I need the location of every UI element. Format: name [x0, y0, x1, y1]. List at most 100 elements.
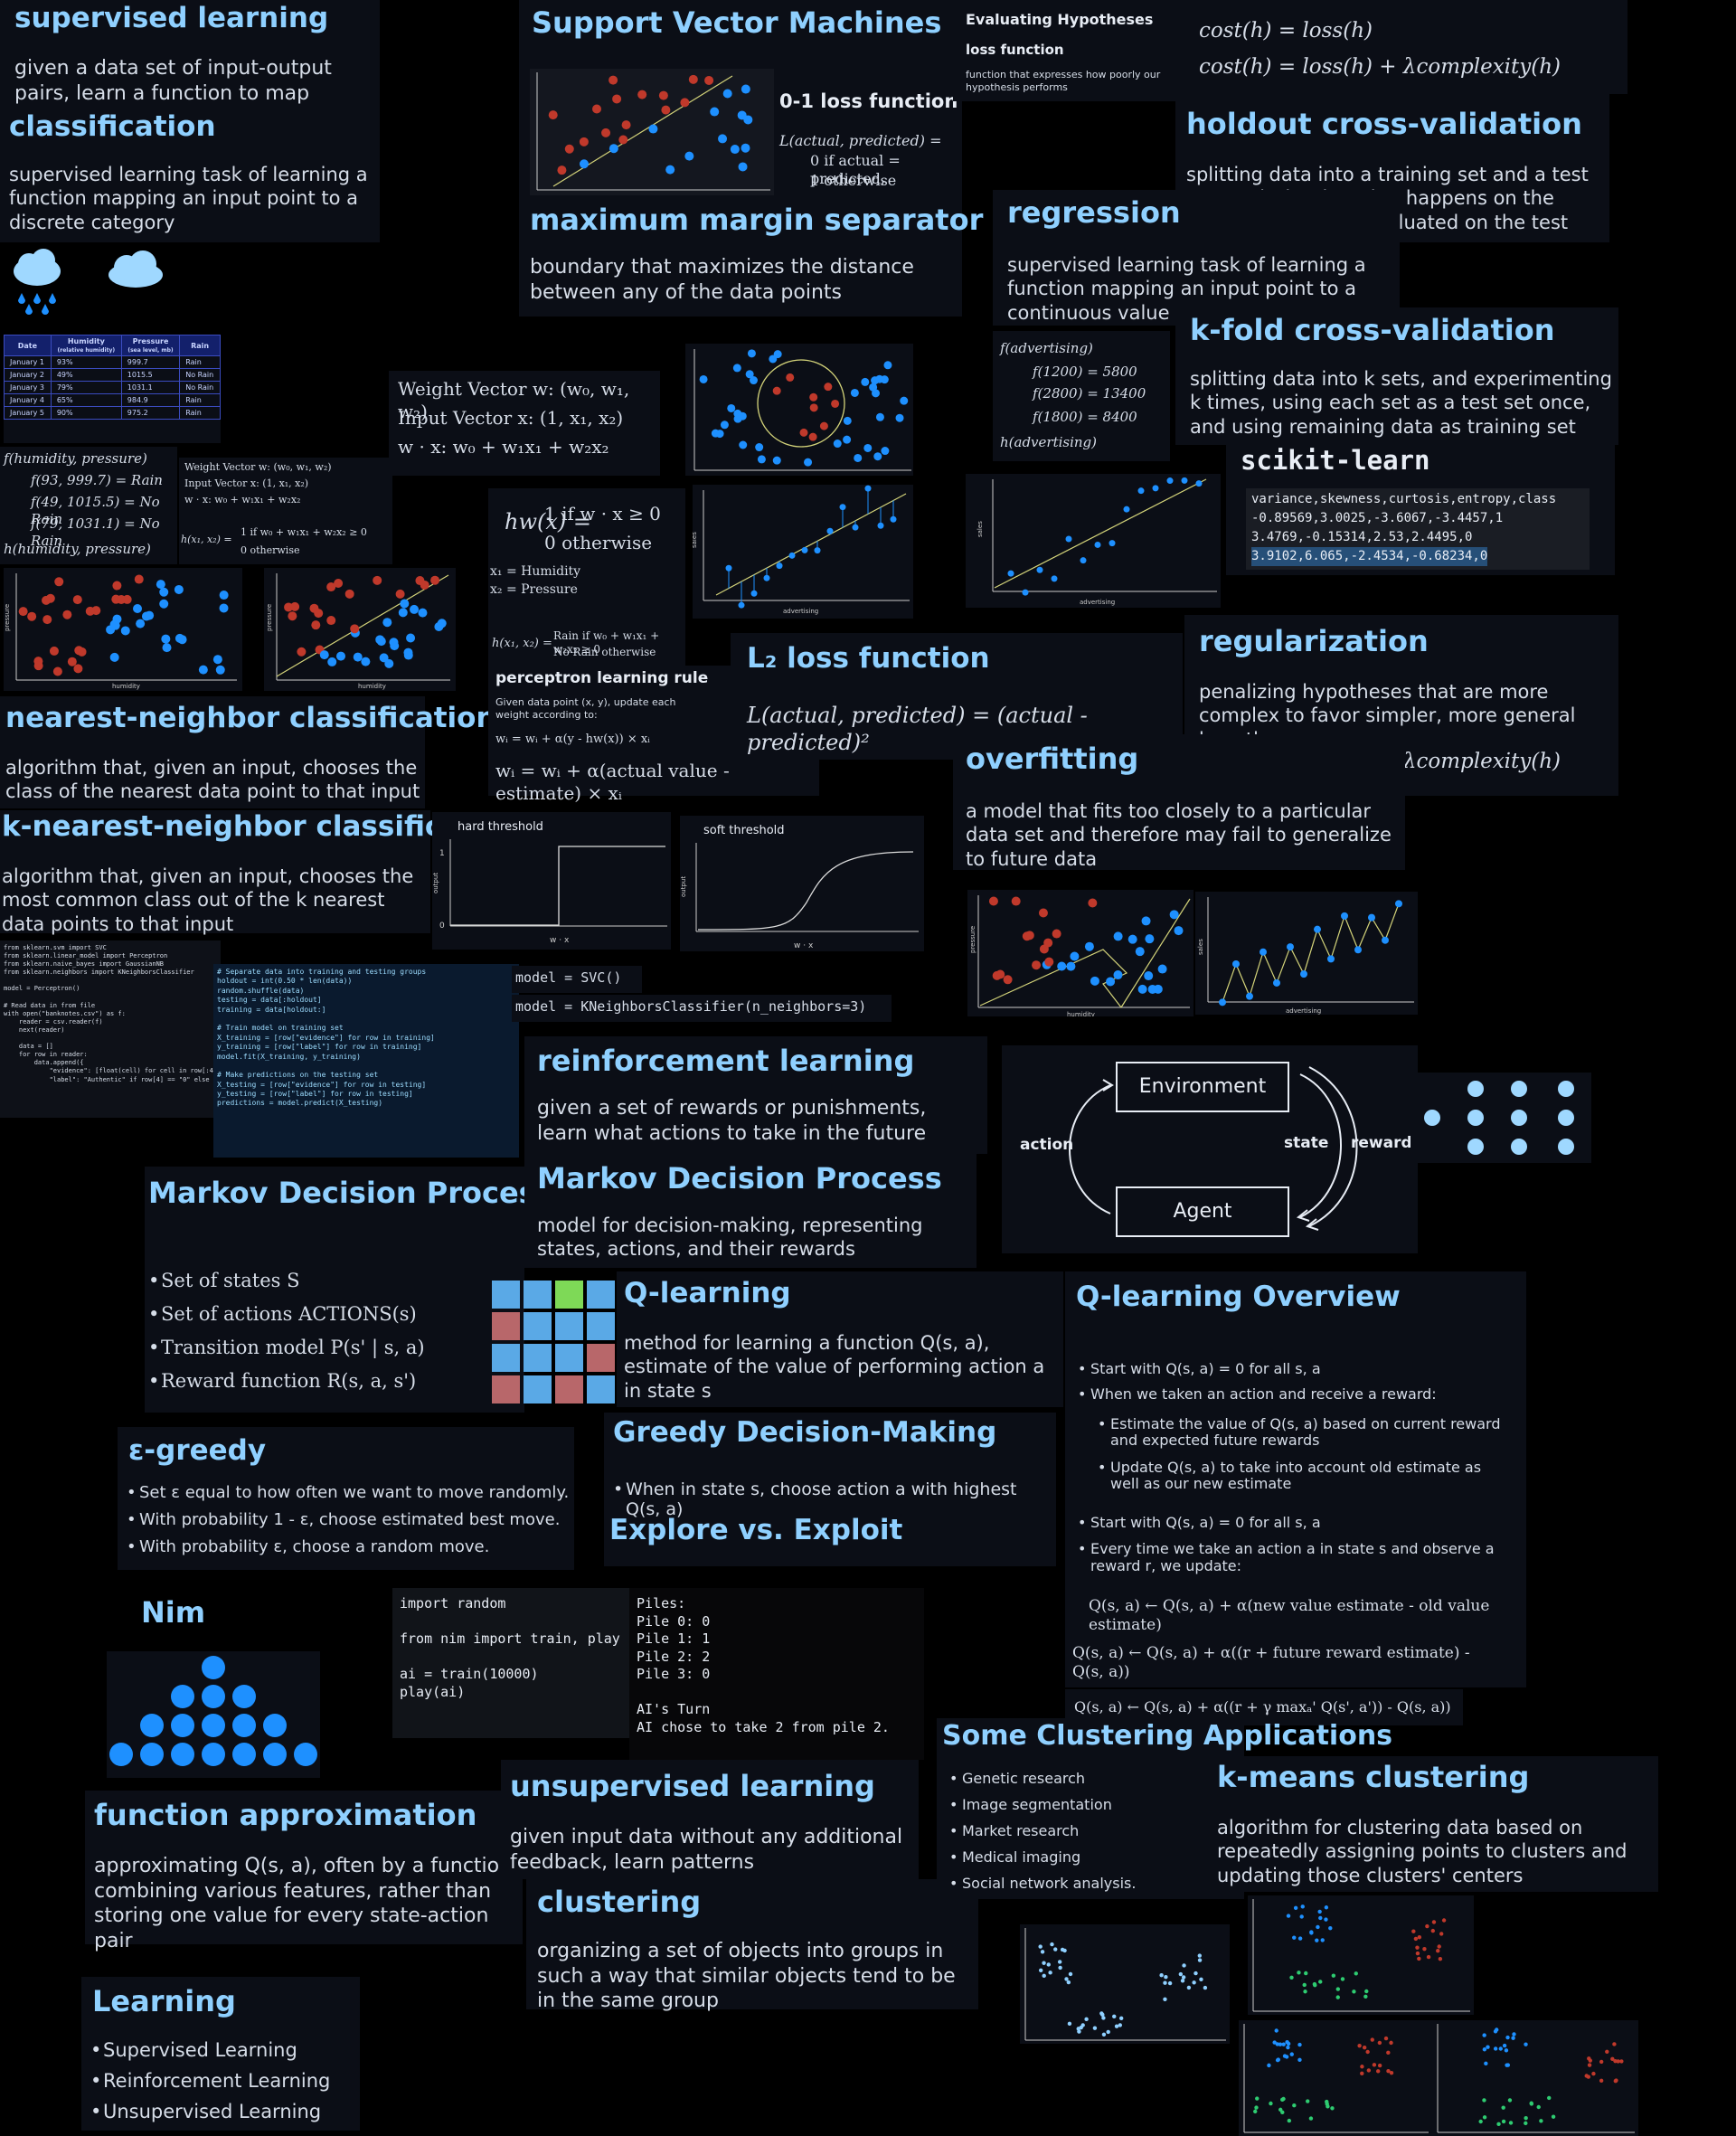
- grid-cell: [587, 1375, 615, 1404]
- q-formula-2-panel: Q(s, a) ← Q(s, a) + α((r + future reward…: [1065, 1635, 1497, 1681]
- eh-lf: loss function: [966, 42, 1064, 58]
- scatter-point: [1386, 2050, 1391, 2056]
- nim-object: [171, 1714, 194, 1737]
- scatter-point: [1137, 984, 1147, 994]
- scatter-point: [1324, 1905, 1329, 1910]
- scatter-point: [1312, 1981, 1317, 1987]
- scatter-point: [1058, 1965, 1062, 1971]
- scatter-point: [1362, 2046, 1367, 2050]
- scatter-point: [548, 110, 558, 120]
- scatter-point: [1036, 566, 1043, 573]
- wv-small-2: Input Vector x: (1, x₁, x₂): [184, 477, 309, 489]
- network-node: [1558, 1139, 1574, 1155]
- y-axis-label: pressure: [266, 604, 273, 631]
- scatter-point: [1363, 1994, 1368, 1999]
- cell: No Rain: [179, 368, 221, 382]
- scatter-point: [1112, 2014, 1117, 2019]
- scatter-point: [1482, 2115, 1487, 2120]
- overfit-regression-plot: sales advertising: [1195, 892, 1418, 1015]
- scatter-point: [1232, 959, 1240, 968]
- scatter-point: [161, 634, 171, 644]
- scatter-point: [198, 665, 208, 675]
- scatter-dots: [699, 349, 909, 467]
- q-grid-cells: [492, 1281, 615, 1404]
- scatter-point: [212, 655, 222, 665]
- scatter-point: [379, 653, 389, 663]
- model-svc-code: model = SVC(): [515, 969, 622, 986]
- function-approximation-card: function approximation approximating Q(s…: [85, 1791, 523, 1952]
- scatter-point: [1109, 540, 1116, 547]
- network-node: [1558, 1110, 1574, 1126]
- scatter-point: [54, 577, 64, 587]
- x-axis-label: humidity: [358, 683, 386, 690]
- scatter-point: [1038, 1944, 1043, 1949]
- scatter-point: [1106, 2029, 1110, 2035]
- list-item: Reinforcement Learning: [90, 2065, 330, 2096]
- scatter-point: [579, 137, 589, 146]
- scatter-point: [1340, 1977, 1345, 1981]
- scatter-point: [384, 658, 394, 668]
- scatter-point: [711, 429, 720, 438]
- scatter-point: [1286, 1914, 1291, 1918]
- scatter-point: [418, 608, 428, 618]
- scatter-point: [1364, 1989, 1369, 1994]
- wv-small-1: Weight Vector w: (w₀, w₁, w₂): [184, 461, 332, 473]
- network-node: [1424, 1110, 1440, 1126]
- learning-card: Learning Supervised Learning Reinforceme…: [81, 1977, 360, 2131]
- scatter-point: [1100, 2012, 1105, 2018]
- scatter-point: [710, 107, 720, 117]
- scatter-point: [1613, 2079, 1618, 2084]
- classification-title: classification: [9, 110, 216, 143]
- nim-title: Nim: [141, 1595, 206, 1630]
- scatter-point: [1382, 936, 1389, 944]
- scatter-point: [1438, 1956, 1443, 1961]
- scatter-point: [1167, 1980, 1173, 1986]
- scatter-point: [1511, 2036, 1515, 2040]
- cost-1: cost(h) = loss(h): [1199, 19, 1373, 43]
- scatter-point: [1003, 975, 1013, 985]
- classification-desc: supervised learning task of learning a f…: [9, 164, 368, 233]
- apps-list: Genetic research Image segmentation Mark…: [949, 1765, 1136, 1896]
- scatter-point: [1315, 1938, 1319, 1942]
- eps-title: ε-greedy: [128, 1434, 267, 1467]
- scatter-point: [1145, 934, 1155, 944]
- scatter-point: [112, 614, 122, 624]
- scatter-point: [992, 970, 1002, 980]
- epsilon-greedy-card: ε-greedy Set ε equal to how often we wan…: [118, 1427, 574, 1570]
- network-nodes: [1424, 1081, 1574, 1155]
- scatter-point: [1352, 1990, 1356, 1994]
- scatter-point: [875, 412, 884, 421]
- scatter-point: [1368, 913, 1375, 922]
- y-axis-label: pressure: [4, 604, 11, 631]
- scatter-point: [772, 386, 781, 395]
- fa-title: function approximation: [94, 1798, 477, 1832]
- scatter-point: [1080, 2023, 1085, 2027]
- scatter-point: [564, 144, 574, 154]
- scatter-point: [1101, 2016, 1106, 2020]
- wv-small-3: w · x: w₀ + w₁x₁ + w₂x₂: [184, 494, 301, 506]
- grid-cell: [555, 1344, 583, 1372]
- scatter-point: [738, 162, 748, 172]
- list-item: Set of states S: [148, 1264, 425, 1298]
- scatter-point: [814, 547, 821, 554]
- scatter-dots: [18, 574, 229, 676]
- y-axis-label: pressure: [969, 926, 976, 953]
- list-item: Transition model P(s' | s, a): [148, 1331, 425, 1365]
- kmeans-card: k-means clustering algorithm for cluster…: [1206, 1756, 1658, 1892]
- scatter-point: [609, 75, 618, 85]
- scatter-dots: [1478, 2027, 1624, 2127]
- scatter-point: [62, 610, 72, 619]
- scatter-point: [579, 159, 589, 169]
- scatter-point: [727, 403, 736, 412]
- nim-object: [140, 1714, 164, 1737]
- scatter-point: [747, 349, 756, 358]
- cell: January 3: [4, 381, 52, 394]
- nim-pyramid: [107, 1651, 320, 1778]
- x-axis-label: advertising: [1080, 599, 1115, 606]
- scatter-point: [175, 633, 184, 643]
- network-node: [1467, 1081, 1484, 1097]
- reward-label: reward: [1351, 1134, 1412, 1152]
- cluster-plot-3: [1239, 2020, 1432, 2136]
- grid-cell: [587, 1281, 615, 1309]
- scatter-point: [732, 364, 741, 373]
